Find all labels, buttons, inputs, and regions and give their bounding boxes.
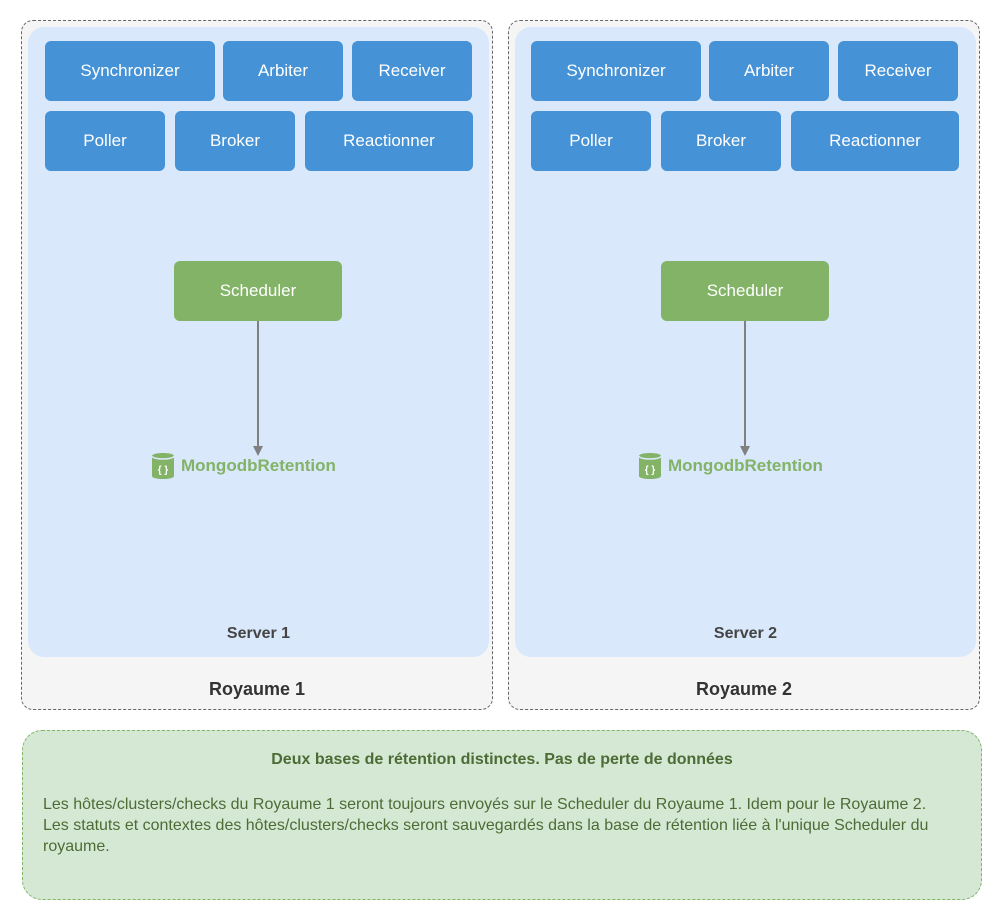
scheduler-to-db-arrow	[740, 321, 750, 456]
reactionner-node: Reactionner	[791, 111, 959, 171]
server-label: Server 1	[226, 625, 291, 642]
arbiter-node: Arbiter	[223, 41, 343, 101]
svg-text:{ }: { }	[645, 465, 656, 476]
synchronizer-node: Synchronizer	[45, 41, 215, 101]
receiver-node: Receiver	[352, 41, 472, 101]
server-2: Synchronizer Arbiter Receiver Poller Bro…	[515, 27, 976, 657]
realm-label: Royaume 2	[695, 679, 793, 699]
mongodb-retention-label: MongodbRetention	[668, 456, 823, 475]
mongodb-retention: { } MongodbRetention	[638, 451, 823, 481]
poller-node: Poller	[531, 111, 651, 171]
note-line-2: Les statuts et contextes des hôtes/clust…	[43, 817, 929, 855]
server-1: Synchronizer Arbiter Receiver Poller Bro…	[28, 27, 489, 657]
mongodb-retention: { } MongodbRetention	[151, 451, 336, 481]
note-line-1: Les hôtes/clusters/checks du Royaume 1 s…	[43, 796, 927, 813]
database-icon: { }	[638, 453, 662, 479]
mongodb-retention-label: MongodbRetention	[181, 456, 336, 475]
retention-note: Deux bases de rétention distinctes. Pas …	[22, 730, 982, 900]
realm-2: Synchronizer Arbiter Receiver Poller Bro…	[508, 20, 980, 710]
scheduler-node: Scheduler	[174, 261, 342, 321]
realm-1: Synchronizer Arbiter Receiver Poller Bro…	[21, 20, 493, 710]
synchronizer-node: Synchronizer	[531, 41, 701, 101]
realm-label: Royaume 1	[208, 679, 306, 699]
server-label: Server 2	[713, 625, 778, 642]
scheduler-node: Scheduler	[661, 261, 829, 321]
note-body: Les hôtes/clusters/checks du Royaume 1 s…	[43, 794, 963, 857]
receiver-node: Receiver	[838, 41, 958, 101]
poller-node: Poller	[45, 111, 165, 171]
note-title: Deux bases de rétention distinctes. Pas …	[271, 751, 733, 768]
database-icon: { }	[151, 453, 175, 479]
svg-text:{ }: { }	[158, 465, 169, 476]
broker-node: Broker	[175, 111, 295, 171]
reactionner-node: Reactionner	[305, 111, 473, 171]
scheduler-to-db-arrow	[253, 321, 263, 456]
arbiter-node: Arbiter	[709, 41, 829, 101]
broker-node: Broker	[661, 111, 781, 171]
